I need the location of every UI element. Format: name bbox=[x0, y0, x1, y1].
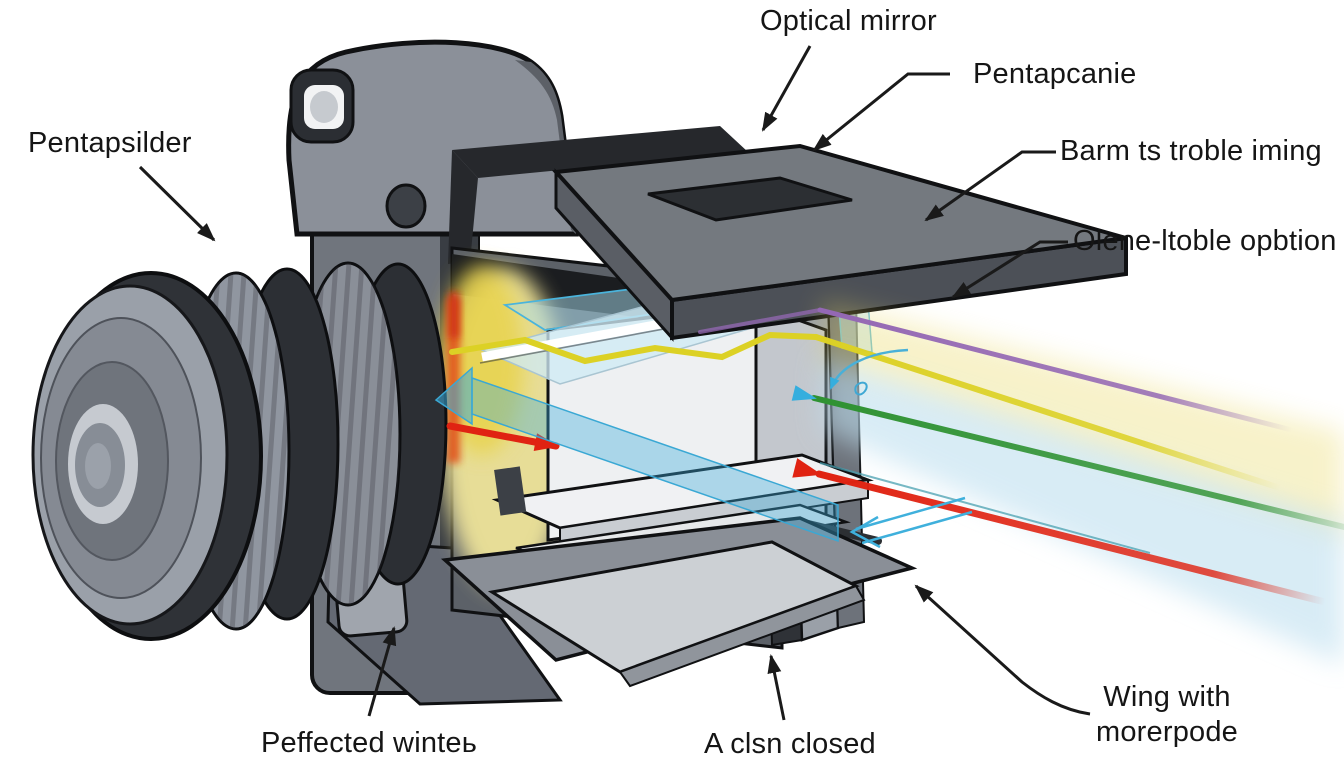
cyan-ribbon-arrowhead bbox=[434, 366, 473, 426]
cyan-curved-arrow bbox=[829, 348, 909, 390]
red-ray bbox=[792, 458, 1329, 606]
cover-plate-opening bbox=[647, 176, 853, 222]
label-wing-line2: morerpode bbox=[1095, 716, 1239, 749]
body-button bbox=[385, 183, 427, 229]
leader-optical-mirror bbox=[761, 45, 812, 132]
frame-bracket bbox=[448, 126, 748, 264]
hollow-arrow-top bbox=[855, 496, 966, 531]
leader-beam-mid-right bbox=[951, 240, 1068, 299]
light-rays bbox=[446, 307, 1344, 606]
pentaprism-cover-plate bbox=[551, 143, 1128, 342]
hinge-block bbox=[494, 466, 527, 516]
label-reflected: Peffected winteь bbox=[261, 727, 478, 759]
label-wing: Wing with morerpode bbox=[1082, 680, 1252, 751]
label-beam-mid-right: Olene-ltoble opbtion bbox=[1073, 225, 1337, 257]
lens-front-element bbox=[85, 443, 111, 489]
yellow-ray bbox=[813, 334, 1283, 491]
leader-reflected bbox=[367, 626, 397, 717]
thin-teal-line bbox=[819, 462, 1151, 554]
purple-ray bbox=[817, 307, 1295, 433]
yellow-ray-inside bbox=[449, 331, 819, 365]
hollow-arrow-bottom bbox=[861, 510, 973, 545]
purple-ray-inside bbox=[698, 308, 822, 334]
leader-pentapsilder bbox=[138, 165, 216, 242]
cyan-squiggle bbox=[854, 381, 868, 396]
leader-pentapcanie bbox=[812, 72, 950, 152]
leader-wing bbox=[914, 584, 1091, 716]
base-plates bbox=[440, 516, 918, 688]
camera-lens bbox=[31, 261, 448, 641]
label-pentapcanie: Pentapcanie bbox=[973, 58, 1137, 90]
leader-shutter bbox=[767, 654, 786, 721]
green-ray bbox=[791, 385, 1344, 530]
label-shutter: A clsn closed bbox=[704, 728, 876, 760]
label-leader-lines bbox=[138, 45, 1091, 721]
label-wing-line1: Wing with bbox=[1103, 681, 1231, 713]
label-beam-top-right: Barm ts troble iming bbox=[1060, 135, 1322, 167]
hollow-arrow-head bbox=[849, 515, 881, 549]
cyan-light-path bbox=[434, 348, 1151, 554]
label-optical-mirror: Optical mirror bbox=[760, 5, 937, 37]
hot-edge-strip bbox=[447, 298, 460, 463]
leader-beam-top-right bbox=[924, 150, 1056, 222]
viewfinder-hump bbox=[286, 39, 579, 237]
red-ray-inside bbox=[446, 422, 560, 451]
label-pentapsilder: Pentapsilder bbox=[28, 127, 192, 159]
